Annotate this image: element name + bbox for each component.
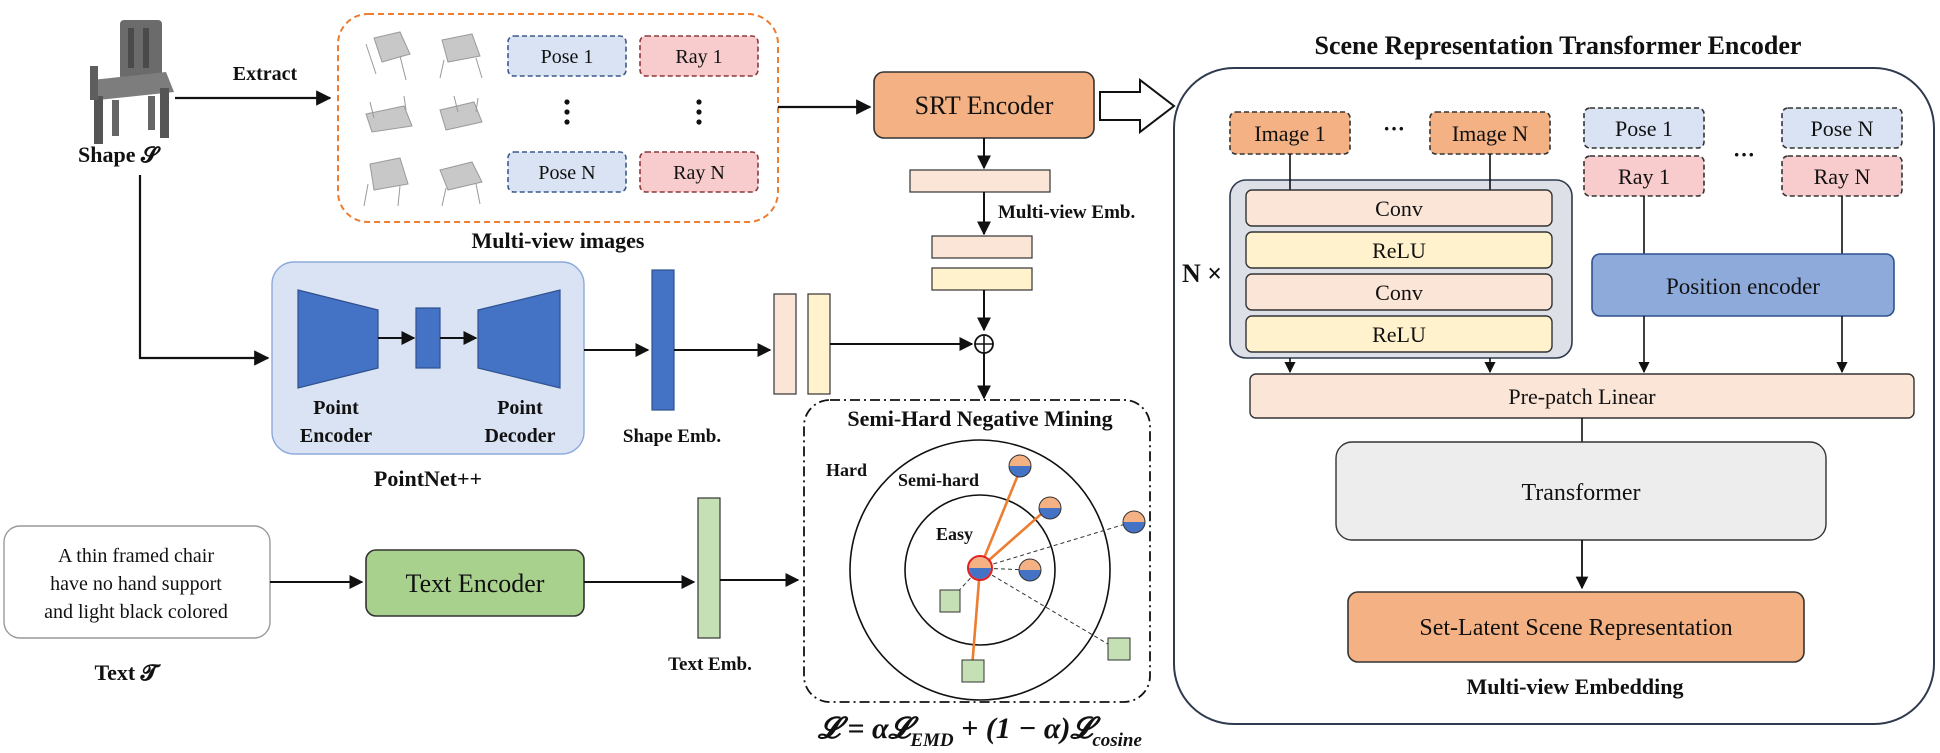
- n-times-label: N ×: [1182, 259, 1222, 288]
- set-latent-label: Set-Latent Scene Representation: [1419, 615, 1732, 641]
- pre-patch-linear-label: Pre-patch Linear: [1508, 384, 1656, 409]
- position-encoder-label: Position encoder: [1666, 274, 1820, 299]
- chair-shape-icon: [90, 20, 174, 144]
- mining-box: [803, 399, 1151, 703]
- transformer-box: [1335, 441, 1827, 541]
- conv-layer-2: [1245, 273, 1553, 311]
- image-n-label: Image N: [1452, 121, 1528, 146]
- text-sample-icons: [939, 589, 1131, 683]
- point-encoder-label-2: Encoder: [300, 425, 372, 447]
- hard-label: Hard: [826, 460, 867, 480]
- shape-proj-bar-yellow: [807, 293, 831, 395]
- pointnet-label: PointNet++: [374, 466, 482, 491]
- shape-proj-bar-peach: [773, 293, 797, 395]
- relu-layer-1-label: ReLU: [1372, 238, 1426, 263]
- shape-to-pointnet-arrow: [138, 175, 270, 366]
- emb-bar-peach: [931, 235, 1033, 259]
- ray-n-box: [639, 151, 759, 193]
- easy-circle: [904, 494, 1056, 646]
- expand-arrow-icon: [1099, 77, 1176, 135]
- set-latent-box: [1347, 591, 1805, 663]
- pose-1-box: [507, 35, 627, 77]
- multiview-images-label: Multi-view images: [472, 228, 645, 253]
- extract-label: Extract: [233, 63, 298, 85]
- shape-sample-icons: [967, 454, 1146, 582]
- loss-formula: 𝓛 = α𝓛EMD + (1 − α)𝓛cosine: [817, 712, 1142, 751]
- relu-layer-2-label: ReLU: [1372, 322, 1426, 347]
- mining-title: Semi-Hard Negative Mining: [847, 406, 1112, 431]
- pose-n-box: [507, 151, 627, 193]
- transformer-label: Transformer: [1521, 480, 1640, 506]
- point-decoder-label-2: Decoder: [484, 425, 555, 447]
- srt-panel: [1173, 67, 1935, 725]
- multiview-emb-label: Multi-view Emb.: [998, 202, 1135, 223]
- pose-n-label: Pose N: [538, 162, 595, 184]
- shape-emb-bar: [651, 269, 675, 411]
- text-input-line-1: A thin framed chair: [58, 545, 214, 567]
- point-decoder-label-1: Point: [497, 397, 543, 419]
- relu-layer-2: [1245, 315, 1553, 353]
- multiview-embedding-caption: Multi-view Embedding: [1467, 674, 1684, 699]
- conv-layer-2-label: Conv: [1375, 280, 1423, 305]
- srt-ray-1-label: Ray 1: [1618, 164, 1670, 189]
- sum-node-icon: [974, 334, 994, 354]
- conv-layer-1-label: Conv: [1375, 196, 1423, 221]
- text-emb-bar: [697, 497, 721, 639]
- svg-text:𝓛 = α𝓛EMD + (1 − α)𝓛cosine: 𝓛 = α𝓛EMD + (1 − α)𝓛cosine: [817, 712, 1142, 751]
- image-1-label: Image 1: [1254, 121, 1325, 146]
- ray-n-label: Ray N: [673, 162, 725, 184]
- srt-encoder-label: SRT Encoder: [915, 91, 1054, 120]
- text-label: Text 𝓣: [94, 660, 161, 685]
- emb-bar-yellow: [931, 267, 1033, 291]
- srt-title: Scene Representation Transformer Encoder: [1315, 31, 1802, 60]
- srt-ray-n-label: Ray N: [1814, 164, 1871, 189]
- point-encoder-shape: [297, 289, 379, 389]
- text-encoder-label: Text Encoder: [406, 569, 545, 598]
- latent-bar: [415, 307, 441, 369]
- pose-ray-ellipsis: ···: [1733, 142, 1755, 167]
- srt-pose-n-box: [1781, 107, 1903, 149]
- point-encoder-label-1: Point: [313, 397, 359, 419]
- easy-label: Easy: [936, 524, 973, 544]
- pose-1-label: Pose 1: [541, 46, 594, 68]
- ray-1-label: Ray 1: [675, 46, 722, 68]
- text-input-line-3: and light black colored: [44, 601, 228, 623]
- image-ellipsis: ···: [1383, 116, 1405, 141]
- semi-hard-label: Semi-hard: [898, 470, 979, 490]
- vertical-ellipsis: [564, 99, 702, 125]
- srt-pose-n-label: Pose N: [1811, 116, 1874, 141]
- shape-label: Shape 𝓢: [78, 142, 161, 167]
- view-thumbnails: [363, 31, 483, 207]
- hard-circle: [849, 439, 1111, 701]
- text-emb-label: Text Emb.: [668, 654, 752, 675]
- srt-pose-1-label: Pose 1: [1615, 116, 1673, 141]
- relu-layer-1: [1245, 231, 1553, 269]
- srt-pose-1-box: [1583, 107, 1705, 149]
- shape-emb-label: Shape Emb.: [623, 426, 721, 447]
- text-input-line-2: have no hand support: [50, 573, 222, 595]
- conv-layer-1: [1245, 189, 1553, 227]
- position-encoder-box: [1591, 253, 1895, 317]
- multiview-emb-bar: [909, 169, 1051, 193]
- point-decoder-shape: [477, 289, 561, 389]
- ray-1-box: [639, 35, 759, 77]
- multiview-images-box: [337, 13, 779, 223]
